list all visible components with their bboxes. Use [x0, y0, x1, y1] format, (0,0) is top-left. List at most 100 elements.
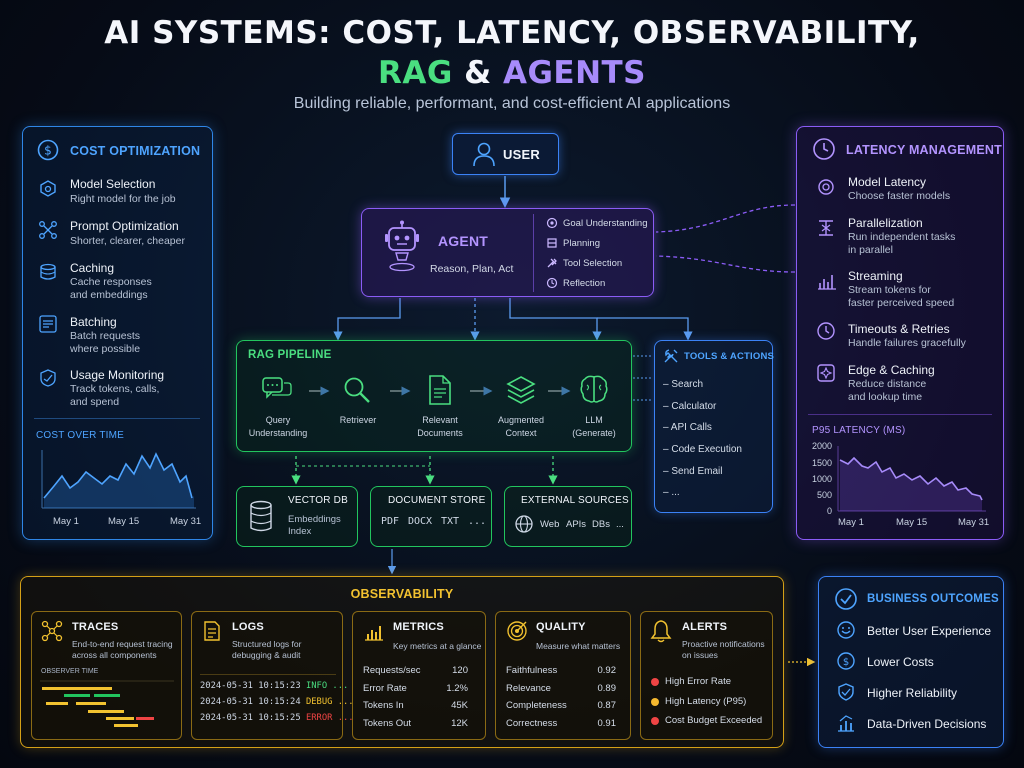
- rag-pipeline-title: RAG PIPELINE: [248, 349, 332, 361]
- tools-item-calculator-label: Calculator: [671, 401, 717, 412]
- rag-step-llm-l2: (Generate): [572, 428, 616, 438]
- metric-label-rps: Requests/sec: [363, 665, 421, 676]
- log-line-2: 2024-05-31 10:15:24 DEBUG ...: [200, 697, 354, 707]
- latency-y-500: 500: [816, 490, 832, 500]
- tools-item-calculator: – Calculator: [663, 401, 717, 412]
- check-circle-icon: [835, 588, 857, 610]
- log-line-1-level: INFO ...: [305, 681, 349, 691]
- business-data-driven: Data-Driven Decisions: [867, 717, 987, 731]
- title-agents: AGENTS: [502, 55, 646, 91]
- log-line-2-level: DEBUG ...: [305, 697, 354, 707]
- metric-value-tokens-out: 12K: [451, 718, 468, 729]
- latency-item-parallel-desc-1: Run independent tasks: [848, 231, 956, 243]
- rag-step-query-l1: Query: [265, 415, 291, 425]
- page-title-line2: RAG & AGENTS: [0, 54, 1024, 92]
- caching-desc-2: and embeddings: [70, 289, 148, 301]
- traces-icon: [41, 620, 63, 642]
- alerts-desc-2: on issues: [682, 650, 718, 660]
- traces-timeline-label: OBSERVER TIME: [41, 668, 99, 675]
- latency-item-parallel-title: Parallelization: [848, 216, 923, 230]
- cost-chart-title: COST OVER TIME: [36, 430, 125, 441]
- metrics-card: [352, 611, 486, 740]
- latency-item-edge-desc-1: Reduce distance: [848, 378, 927, 390]
- alert-cost-budget: Cost Budget Exceeded: [665, 715, 763, 726]
- latency-item-model-title: Model Latency: [848, 175, 927, 189]
- reflection-icon: [546, 277, 558, 289]
- external-dbs: DBs: [592, 519, 610, 530]
- planning-icon: [547, 238, 557, 248]
- quality-value-completeness: 0.87: [597, 700, 617, 711]
- caching-icon: [40, 263, 56, 280]
- alert-error-rate: High Error Rate: [665, 676, 731, 687]
- latency-y-1500: 1500: [811, 458, 832, 468]
- agent-divider: [533, 214, 534, 292]
- rag-step-context-l2: Context: [505, 428, 537, 438]
- logs-card: [191, 611, 343, 740]
- tools-item-more: – ...: [663, 487, 680, 498]
- latency-item-timeouts-desc: Handle failures gracefully: [848, 337, 966, 349]
- metrics-title: METRICS: [393, 621, 444, 633]
- rag-step-documents-l1: Relevant: [422, 415, 458, 425]
- tools-item-more-label: ...: [671, 487, 680, 498]
- tools-item-search: – Search: [663, 379, 704, 390]
- latency-item-edge-title: Edge & Caching: [848, 363, 935, 377]
- caching-desc-1: Cache responses: [70, 276, 152, 288]
- document-store-box: [370, 486, 492, 547]
- user-icon: [473, 142, 495, 167]
- quality-desc: Measure what matters: [536, 641, 621, 651]
- latency-divider: [808, 414, 992, 415]
- metric-label-tokens-in: Tokens In: [363, 700, 404, 711]
- external-more: ...: [616, 519, 624, 530]
- logs-icon: [204, 621, 220, 641]
- log-line-2-ts: 2024-05-31 10:15:24: [200, 697, 301, 707]
- agent-box: [361, 208, 654, 297]
- data-decisions-icon: [838, 715, 854, 732]
- log-line-1-ts: 2024-05-31 10:15:23: [200, 681, 301, 691]
- rag-step-llm-l1: LLM: [585, 415, 603, 425]
- traces-desc-1: End-to-end request tracing: [72, 639, 173, 649]
- latency-item-streaming-desc-2: faster perceived speed: [848, 297, 955, 309]
- rag-pipeline-box: [236, 340, 632, 452]
- streaming-icon: [818, 275, 836, 290]
- external-apis: APIs: [566, 519, 587, 530]
- tools-actions-title: TOOLS & ACTIONS: [684, 351, 775, 362]
- lower-costs-icon: $: [837, 652, 855, 670]
- title-rag: RAG: [378, 55, 453, 91]
- latency-chart: [837, 446, 986, 512]
- search-icon: [344, 377, 370, 403]
- cost-divider: [34, 418, 200, 419]
- usage-monitoring-desc-1: Track tokens, calls,: [70, 383, 160, 395]
- agent-cap-goal: Goal Understanding: [563, 218, 648, 229]
- quality-value-faithfulness: 0.92: [597, 665, 617, 676]
- tools-item-api-calls: – API Calls: [663, 422, 712, 433]
- quality-label-completeness: Completeness: [506, 700, 567, 711]
- business-reliability: Higher Reliability: [867, 686, 958, 700]
- metric-label-error-rate: Error Rate: [363, 683, 407, 694]
- latency-y-2000: 2000: [811, 441, 832, 451]
- rag-step-retriever: Retriever: [339, 415, 377, 425]
- business-ux: Better User Experience: [867, 624, 992, 638]
- parallelization-icon: [819, 220, 833, 236]
- page-subtitle: Building reliable, performant, and cost-…: [293, 95, 731, 112]
- prompt-optimization-icon: [39, 221, 57, 239]
- latency-item-edge-desc-2: and lookup time: [848, 391, 923, 403]
- svg-text:$: $: [44, 144, 52, 158]
- latency-chart-x-1: May 15: [896, 517, 928, 528]
- edge-caching-icon: [817, 364, 835, 382]
- alerts-title: ALERTS: [682, 621, 728, 633]
- latency-item-timeouts-title: Timeouts & Retries: [848, 322, 950, 336]
- quality-title: QUALITY: [536, 621, 586, 633]
- doc-format-pdf: PDF: [381, 516, 400, 527]
- dollar-icon: $: [37, 139, 59, 161]
- database-icon: [250, 500, 272, 532]
- cost-chart: [41, 450, 196, 509]
- alert-dot-error-rate: [651, 678, 659, 686]
- latency-management-title: LATENCY MANAGEMENT: [846, 143, 1002, 157]
- agent-cap-tool-selection: Tool Selection: [563, 258, 623, 269]
- business-outcomes-panel: [818, 576, 1004, 748]
- agent-desc: Reason, Plan, Act: [430, 263, 514, 275]
- usage-monitoring-title: Usage Monitoring: [70, 368, 165, 382]
- latency-management-panel: [796, 126, 1004, 540]
- page-title: AI SYSTEMS: COST, LATENCY, OBSERVABILITY…: [104, 15, 920, 51]
